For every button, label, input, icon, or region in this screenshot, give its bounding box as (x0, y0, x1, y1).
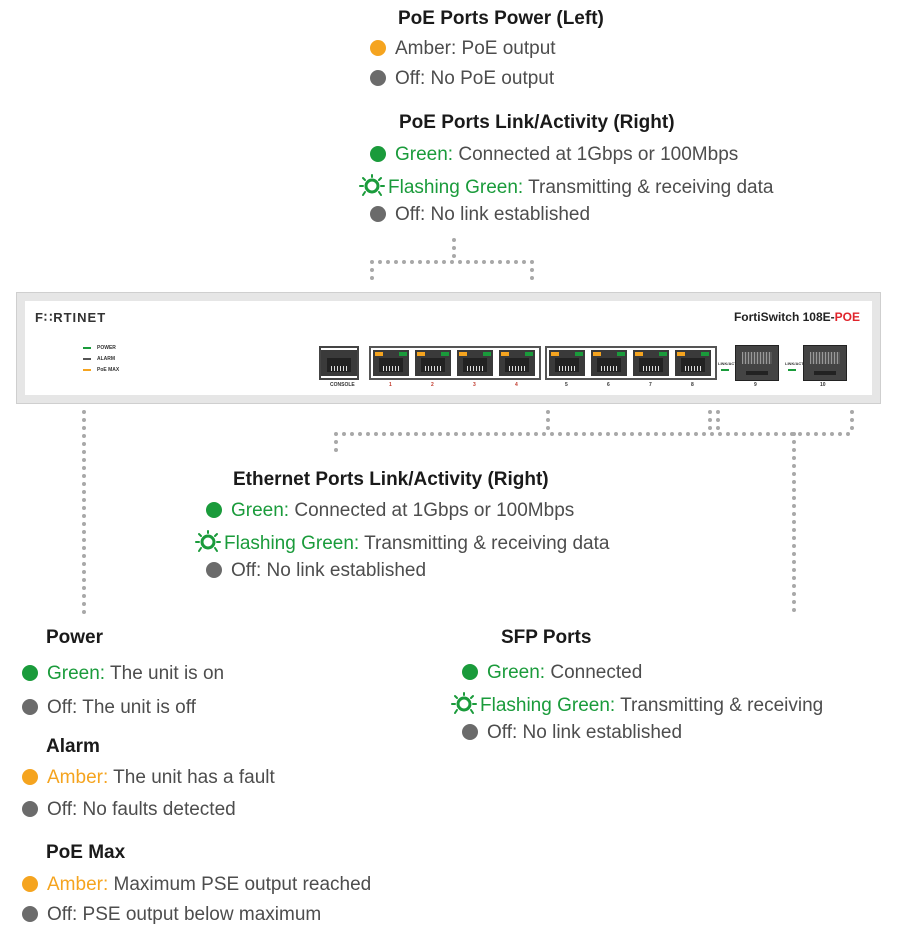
port-number: 6 (607, 382, 610, 388)
port-3 (457, 350, 493, 376)
console-port (321, 350, 357, 376)
alarm-list: Amber: The unit has a fault Off: No faul… (22, 766, 275, 822)
port-8 (675, 350, 711, 376)
ethernet-link-list: Green: Connected at 1Gbps or 100Mbps Fla… (194, 499, 609, 583)
list-item: Off: No PoE output (370, 67, 556, 91)
amber-dot-icon (22, 769, 38, 785)
amber-dot-icon (370, 40, 386, 56)
poe-power-list: Amber: PoE output Off: No PoE output (370, 37, 556, 91)
gray-dot-icon (22, 801, 38, 817)
port-1 (373, 350, 409, 376)
power-led: POWER (83, 345, 116, 351)
port-number: 9 (754, 382, 757, 388)
sfp-port-9 (735, 345, 779, 381)
alarm-led: ALARM (83, 356, 115, 362)
port-number: 3 (473, 382, 476, 388)
list-item: Amber: Maximum PSE output reached (22, 873, 371, 897)
port-4 (499, 350, 535, 376)
link-act-label: LINK/ACT (785, 361, 804, 366)
green-dot-icon (462, 664, 478, 680)
green-dot-icon (206, 502, 222, 518)
green-dot-icon (370, 146, 386, 162)
port-number: 2 (431, 382, 434, 388)
switch-device: F∷RTINET FortiSwitch 108E-POE POWER ALAR… (16, 292, 881, 404)
power-led-indicator (83, 346, 91, 349)
list-item: Off: No link established (450, 721, 823, 745)
ethernet-link-title: Ethernet Ports Link/Activity (Right) (233, 469, 549, 490)
list-item: Amber: The unit has a fault (22, 766, 275, 790)
poe-link-list: Green: Connected at 1Gbps or 100Mbps Fla… (358, 143, 773, 227)
list-item: Green: Connected (450, 661, 823, 685)
flashing-green-icon (359, 174, 385, 196)
list-item: Off: No link established (194, 559, 609, 583)
list-item: Flashing Green: Transmitting & receiving… (194, 530, 609, 554)
sfp-led (721, 369, 729, 371)
gray-dot-icon (370, 70, 386, 86)
amber-dot-icon (22, 876, 38, 892)
gray-dot-icon (22, 906, 38, 922)
model-name: FortiSwitch 108E-POE (733, 310, 860, 324)
port-2 (415, 350, 451, 376)
list-item: Amber: PoE output (370, 37, 556, 61)
list-item: Flashing Green: Transmitting & receiving… (358, 174, 773, 198)
port-7 (633, 350, 669, 376)
list-item: Flashing Green: Transmitting & receiving (450, 692, 823, 716)
port-number: 8 (691, 382, 694, 388)
poe-max-title: PoE Max (46, 842, 126, 863)
port-number: 4 (515, 382, 518, 388)
poe-max-led-indicator (83, 368, 91, 371)
switch-faceplate: F∷RTINET FortiSwitch 108E-POE POWER ALAR… (25, 301, 872, 395)
ethernet-connector (334, 410, 854, 458)
green-dot-icon (22, 665, 38, 681)
poe-link-title: PoE Ports Link/Activity (Right) (399, 112, 675, 133)
poe-power-title: PoE Ports Power (Left) (398, 8, 604, 29)
port-6 (591, 350, 627, 376)
list-item: Green: Connected at 1Gbps or 100Mbps (358, 143, 773, 167)
alarm-led-indicator (83, 357, 91, 360)
port-number: 7 (649, 382, 652, 388)
port-number: 10 (820, 382, 826, 388)
poe-max-list: Amber: Maximum PSE output reached Off: P… (22, 873, 371, 927)
flashing-green-icon (451, 692, 477, 714)
link-act-label: LINK/ACT (718, 361, 737, 366)
list-item: Off: No link established (358, 203, 773, 227)
sfp-title: SFP Ports (501, 627, 592, 648)
sfp-led (788, 369, 796, 371)
fortinet-logo: F∷RTINET (35, 310, 107, 325)
gray-dot-icon (22, 699, 38, 715)
list-item: Off: No faults detected (22, 798, 275, 822)
gray-dot-icon (370, 206, 386, 222)
port-5 (549, 350, 585, 376)
list-item: Green: Connected at 1Gbps or 100Mbps (194, 499, 609, 523)
sfp-port-10 (803, 345, 847, 381)
poe-max-led: PoE MAX (83, 367, 119, 373)
sfp-list: Green: Connected Flashing Green: Transmi… (450, 661, 823, 745)
flashing-green-icon (195, 530, 221, 552)
console-port-block (319, 346, 359, 380)
poe-connector (370, 238, 534, 284)
gray-dot-icon (206, 562, 222, 578)
ports-5-8-block (545, 346, 717, 380)
power-list: Green: The unit is on Off: The unit is o… (22, 662, 224, 720)
gray-dot-icon (462, 724, 478, 740)
port-number: 1 (389, 382, 392, 388)
port-number: 5 (565, 382, 568, 388)
console-label: CONSOLE (330, 382, 355, 388)
list-item: Off: PSE output below maximum (22, 903, 371, 927)
alarm-title: Alarm (46, 736, 100, 757)
list-item: Off: The unit is off (22, 696, 224, 720)
power-title: Power (46, 627, 104, 648)
ports-1-4-block (369, 346, 541, 380)
list-item: Green: The unit is on (22, 662, 224, 686)
